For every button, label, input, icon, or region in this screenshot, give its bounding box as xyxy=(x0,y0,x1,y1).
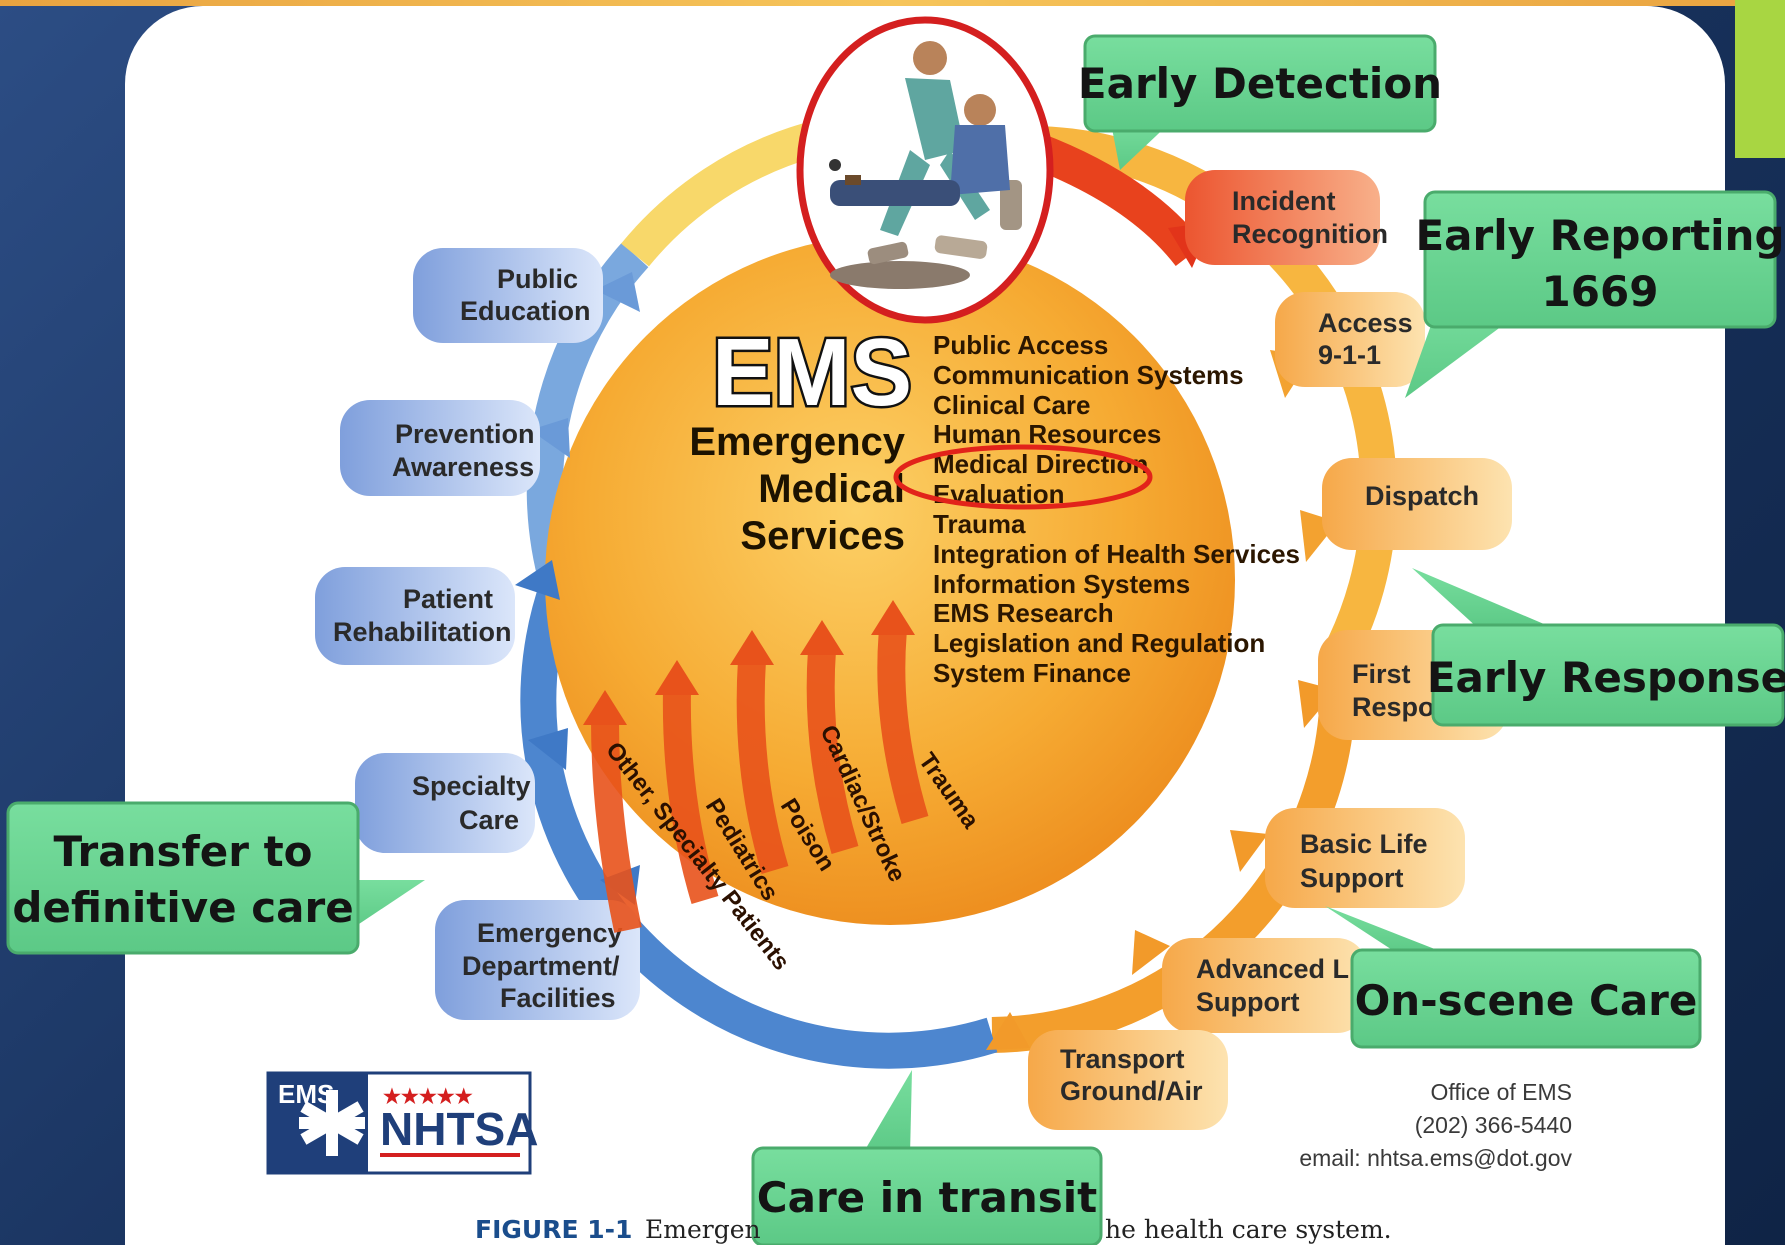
nhtsa-logo: EMS ★★★★★ NHTSA xyxy=(266,1071,538,1175)
access-911-line2: 9-1-1 xyxy=(1318,340,1381,370)
contact-email: email: nhtsa.ems@dot.gov xyxy=(1299,1145,1572,1171)
basic-life-support-line1: Basic Life xyxy=(1300,829,1428,859)
component-communication-systems: Communication Systems xyxy=(933,360,1244,390)
transport-line2: Ground/Air xyxy=(1060,1076,1203,1106)
callout-early-response: Early Response xyxy=(1412,568,1785,727)
step-incident-recognition: Incident Recognition xyxy=(1185,170,1388,265)
medical-direction-highlight xyxy=(893,444,1153,510)
step-patient-rehabilitation: Patient Rehabilitation xyxy=(315,567,515,665)
callout-care-in-transit: Care in transit xyxy=(751,1070,1103,1245)
callout-care-in-transit-text: Care in transit xyxy=(757,1173,1097,1222)
component-legislation-and-regulation: Legislation and Regulation xyxy=(933,628,1265,658)
ring-segment-orange-lower xyxy=(991,658,1356,1053)
component-list: Public Access Communication Systems Clin… xyxy=(893,330,1300,688)
step-basic-life-support: Basic Life Support xyxy=(1265,808,1465,908)
ems-title-medical: Medical xyxy=(758,467,905,511)
specialty-care-line2: Care xyxy=(459,805,519,835)
callout-early-detection-text: Early Detection xyxy=(1078,59,1442,108)
component-human-resources: Human Resources xyxy=(933,419,1161,449)
callout-transfer-line1: Transfer to xyxy=(53,827,312,876)
callout-on-scene-care-text: On-scene Care xyxy=(1355,976,1698,1025)
component-clinical-care: Clinical Care xyxy=(933,390,1091,420)
caption-text-start: Emergen xyxy=(645,1215,761,1244)
access-911-line1: Access xyxy=(1318,308,1413,338)
caption-label: FIGURE 1-1 xyxy=(475,1215,632,1244)
step-prevention-awareness: Prevention Awareness xyxy=(340,400,540,496)
emergency-department-line3: Facilities xyxy=(500,983,616,1013)
figure-caption: FIGURE 1-1 Emergen he health care system… xyxy=(475,1215,1392,1244)
callout-early-reporting-line1: Early Reporting xyxy=(1415,211,1784,260)
component-ems-research: EMS Research xyxy=(933,598,1114,628)
ems-abbr: EMS xyxy=(712,319,912,426)
step-specialty-care: Specialty Care xyxy=(355,753,535,853)
callout-on-scene-care: On-scene Care xyxy=(1325,906,1702,1049)
ring-segment-yellow xyxy=(621,122,816,267)
public-education-line1: Public xyxy=(497,264,578,294)
component-trauma: Trauma xyxy=(933,509,1026,539)
callout-early-reporting: Early Reporting 1669 xyxy=(1405,190,1785,398)
contact-office: Office of EMS xyxy=(1431,1079,1572,1105)
component-information-systems: Information Systems xyxy=(933,569,1190,599)
basic-life-support-line2: Support xyxy=(1300,863,1403,893)
ems-core-circle xyxy=(545,235,1235,925)
emergency-department-line1: Emergency xyxy=(477,918,623,948)
top-accent-strip xyxy=(0,0,1785,6)
component-medical-direction: Medical Direction xyxy=(933,449,1148,479)
component-system-finance: System Finance xyxy=(933,658,1131,688)
step-dispatch: Dispatch xyxy=(1322,458,1512,550)
transport-line1: Transport xyxy=(1060,1044,1185,1074)
prevention-awareness-line1: Prevention xyxy=(395,419,535,449)
prevention-awareness-line2: Awareness xyxy=(392,452,534,482)
ems-title-block: EMS Emergency Medical Services xyxy=(689,317,914,559)
callout-transfer-line2: definitive care xyxy=(12,883,353,932)
first-responders-line1: First xyxy=(1352,659,1411,689)
advanced-life-support-line1: Advanced Life xyxy=(1196,954,1381,984)
step-emergency-department: Emergency Department/ Facilities xyxy=(435,900,640,1020)
logo-stars: ★★★★★ xyxy=(383,1086,473,1108)
step-advanced-life-support: Advanced Life Support xyxy=(1162,938,1381,1033)
ems-title-services: Services xyxy=(740,514,905,558)
callout-early-reporting-line2: 1669 xyxy=(1542,267,1659,316)
callout-transfer: Transfer to definitive care xyxy=(6,801,425,955)
step-access-911: Access 9-1-1 xyxy=(1275,292,1425,387)
advanced-life-support-line2: Support xyxy=(1196,987,1299,1017)
step-public-education: Public Education xyxy=(413,248,603,343)
contact-block: Office of EMS (202) 366-5440 email: nhts… xyxy=(1299,1079,1572,1171)
dispatch-label: Dispatch xyxy=(1365,481,1479,511)
emergency-department-line2: Department/ xyxy=(462,951,620,981)
rescue-illustration xyxy=(796,16,1054,324)
star-of-life-icon xyxy=(299,1090,365,1156)
green-corner-tab xyxy=(1735,0,1785,158)
step-transport: Transport Ground/Air xyxy=(1028,1030,1228,1130)
incident-recognition-line1: Incident xyxy=(1232,186,1336,216)
incident-recognition-line2: Recognition xyxy=(1232,219,1388,249)
patient-rehabilitation-line1: Patient xyxy=(403,584,493,614)
callout-early-response-text: Early Response xyxy=(1427,653,1785,702)
caption-text-end: he health care system. xyxy=(1105,1215,1392,1244)
ems-title-emergency: Emergency xyxy=(689,420,905,464)
svg-text:Incident: Incident xyxy=(1232,186,1336,216)
logo-nhtsa-text: NHTSA xyxy=(380,1103,538,1155)
public-education-line2: Education xyxy=(460,296,591,326)
contact-phone: (202) 366-5440 xyxy=(1415,1112,1572,1138)
component-public-access: Public Access xyxy=(933,330,1108,360)
svg-text:Recognition: Recognition xyxy=(1232,219,1388,249)
component-integration-of-health-services: Integration of Health Services xyxy=(933,539,1300,569)
callout-early-detection: Early Detection xyxy=(1078,34,1442,170)
patient-rehabilitation-line2: Rehabilitation xyxy=(333,617,512,647)
specialty-care-line1: Specialty xyxy=(412,771,531,801)
